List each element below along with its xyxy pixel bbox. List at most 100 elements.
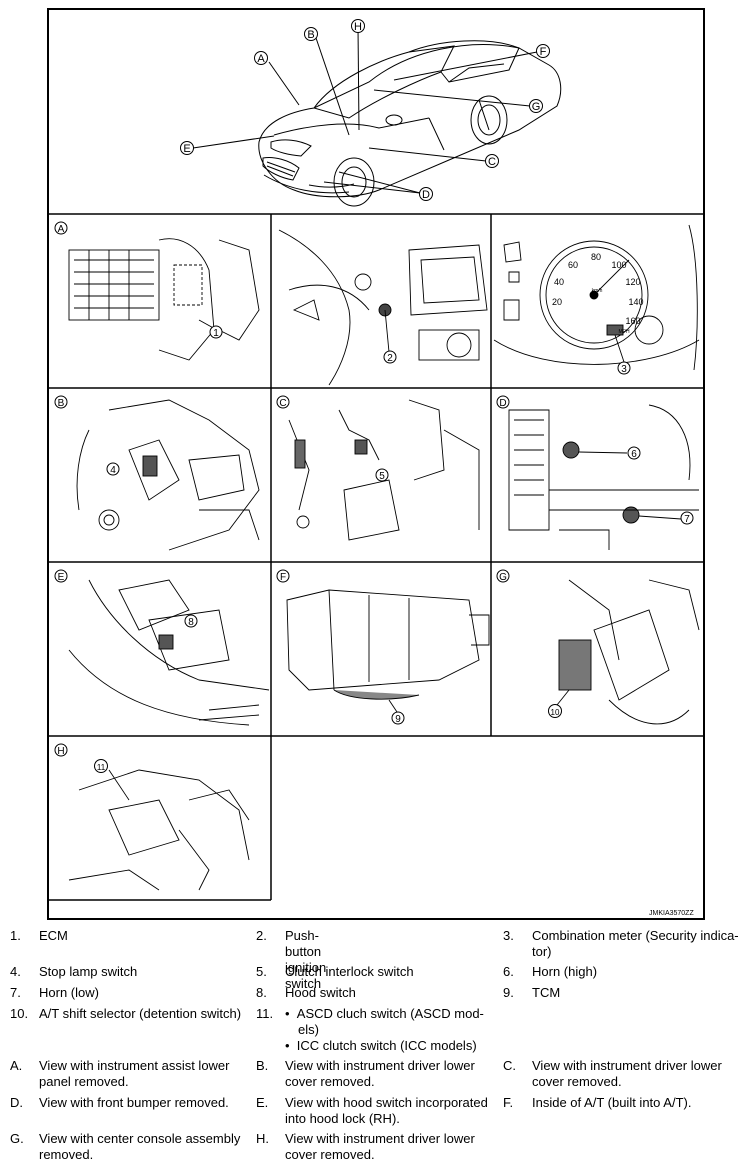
car-overview-drawing — [192, 26, 562, 207]
meter-140: 140 — [628, 297, 643, 307]
view-A-letter: A. — [10, 1058, 23, 1073]
view-D-line1: View with front bumper removed. — [39, 1095, 229, 1110]
meter-100: 100 — [611, 260, 626, 270]
item-9-text: TCM — [532, 985, 561, 1000]
panel-C-letter: C — [279, 398, 286, 409]
item-1-num: 1. — [10, 928, 21, 943]
view-C-line2: cover removed. — [532, 1074, 622, 1089]
item-11-b2: ICC clutch switch (ICC models) — [296, 1038, 477, 1053]
item-8-text: Hood switch — [285, 985, 356, 1000]
view-C-line1: View with instrument driver lower — [532, 1058, 722, 1073]
view-H-letter: H. — [256, 1131, 269, 1146]
callout-B: B — [307, 29, 314, 41]
item-3-text: Combination meter (Security indica- — [532, 928, 739, 943]
panel-F-letter: F — [280, 572, 286, 583]
meter-120: 120 — [625, 277, 640, 287]
item-11-bullet-1: • ASCD cluch switch (ASCD mod- — [285, 1006, 484, 1021]
panel-G-letter: G — [499, 572, 507, 583]
meter-60: 60 — [568, 260, 578, 270]
panel-C-drawing — [288, 399, 480, 541]
item-11-num: 11. — [256, 1006, 274, 1021]
view-H-line1: View with instrument driver lower — [285, 1131, 475, 1146]
panel-H-drawing — [68, 769, 250, 891]
meter-40: 40 — [554, 277, 564, 287]
item-2-text: Push-button ignition switch — [285, 928, 327, 991]
view-G-letter: G. — [10, 1131, 24, 1146]
callout-A: A — [257, 53, 265, 65]
item-10-text: A/T shift selector (detention switch) — [39, 1006, 242, 1021]
item-5-text: Clutch interlock switch — [285, 964, 414, 979]
panel-E-drawing — [68, 579, 270, 726]
item-5-num: 5. — [256, 964, 267, 979]
panel-A-labels: A 1 — [54, 221, 223, 339]
item-7-text: Horn (low) — [39, 985, 99, 1000]
panel-ignition-drawing — [278, 229, 488, 386]
marker-3: 3 — [621, 364, 627, 375]
item-2-num: 2. — [256, 928, 267, 943]
callout-G: G — [532, 101, 541, 113]
callout-H: H — [354, 21, 362, 33]
meter-80: 80 — [591, 252, 601, 262]
item-4-text: Stop lamp switch — [39, 964, 138, 979]
panel-A-drawing — [68, 238, 260, 361]
component-location-figure: A B H F G C D E A 1 2 — [47, 8, 705, 920]
panel-meter-drawing — [493, 224, 700, 371]
marker-6: 6 — [631, 449, 637, 460]
item-7-num: 7. — [10, 985, 21, 1000]
view-C-letter: C. — [503, 1058, 516, 1073]
item-11-b1-line1: ASCD cluch switch (ASCD mod- — [296, 1006, 484, 1021]
item-1-text: ECM — [39, 928, 68, 943]
meter-numbers: 80 60 100 40 120 20 140 160 MPH km/h — [552, 252, 644, 335]
meter-kmh: km/h — [592, 288, 603, 294]
meter-mph: MPH — [618, 329, 630, 335]
marker-9: 9 — [395, 714, 401, 725]
panel-grid — [49, 213, 703, 901]
view-G-line1: View with center console assembly — [39, 1131, 241, 1146]
item-6-num: 6. — [503, 964, 514, 979]
view-A-line1: View with instrument assist lower — [39, 1058, 230, 1073]
marker-1: 1 — [213, 328, 219, 339]
meter-20: 20 — [552, 297, 562, 307]
item-11-bullet-2: • ICC clutch switch (ICC models) — [285, 1038, 477, 1053]
view-H-line2: cover removed. — [285, 1147, 375, 1162]
view-E-line2: into hood lock (RH). — [285, 1111, 400, 1126]
item-10-num: 10. — [10, 1006, 29, 1021]
marker-8: 8 — [188, 617, 194, 628]
panel-F-drawing — [286, 589, 490, 713]
marker-4: 4 — [110, 465, 116, 476]
panel-B-drawing — [76, 399, 260, 551]
item-11-b1-line2: els) — [298, 1022, 319, 1037]
marker-10: 10 — [551, 708, 560, 717]
view-A-line2: panel removed. — [39, 1074, 129, 1089]
callout-F: F — [540, 46, 547, 58]
marker-7: 7 — [684, 514, 690, 525]
view-B-letter: B. — [256, 1058, 269, 1073]
view-B-line1: View with instrument driver lower — [285, 1058, 475, 1073]
item-9-num: 9. — [503, 985, 514, 1000]
item-3-num: 3. — [503, 928, 514, 943]
view-D-letter: D. — [10, 1095, 23, 1110]
panel-D-drawing — [508, 404, 699, 550]
panel-D-letter: D — [499, 398, 506, 409]
view-E-line1: View with hood switch incorporated — [285, 1095, 488, 1110]
marker-5: 5 — [379, 471, 385, 482]
marker-2: 2 — [387, 353, 393, 364]
item-6-text: Horn (high) — [532, 964, 598, 979]
panel-B-letter: B — [58, 398, 65, 409]
marker-11: 11 — [97, 763, 106, 772]
view-E-letter: E. — [256, 1095, 269, 1110]
item-4-num: 4. — [10, 964, 21, 979]
callout-C: C — [488, 156, 496, 168]
overview-callouts: A B H F G C D E — [180, 19, 550, 201]
item-3-text-cont: tor) — [532, 944, 552, 959]
meter-160: 160 — [625, 316, 640, 326]
panel-G-drawing — [556, 579, 700, 725]
view-G-line2: removed. — [39, 1147, 94, 1162]
view-F-line1: Inside of A/T (built into A/T). — [532, 1095, 692, 1110]
view-B-line2: cover removed. — [285, 1074, 375, 1089]
panel-H-letter: H — [57, 746, 64, 757]
panel-A-letter: A — [58, 224, 65, 235]
callout-D: D — [422, 189, 430, 201]
panel-E-letter: E — [58, 572, 65, 583]
item-8-num: 8. — [256, 985, 267, 1000]
